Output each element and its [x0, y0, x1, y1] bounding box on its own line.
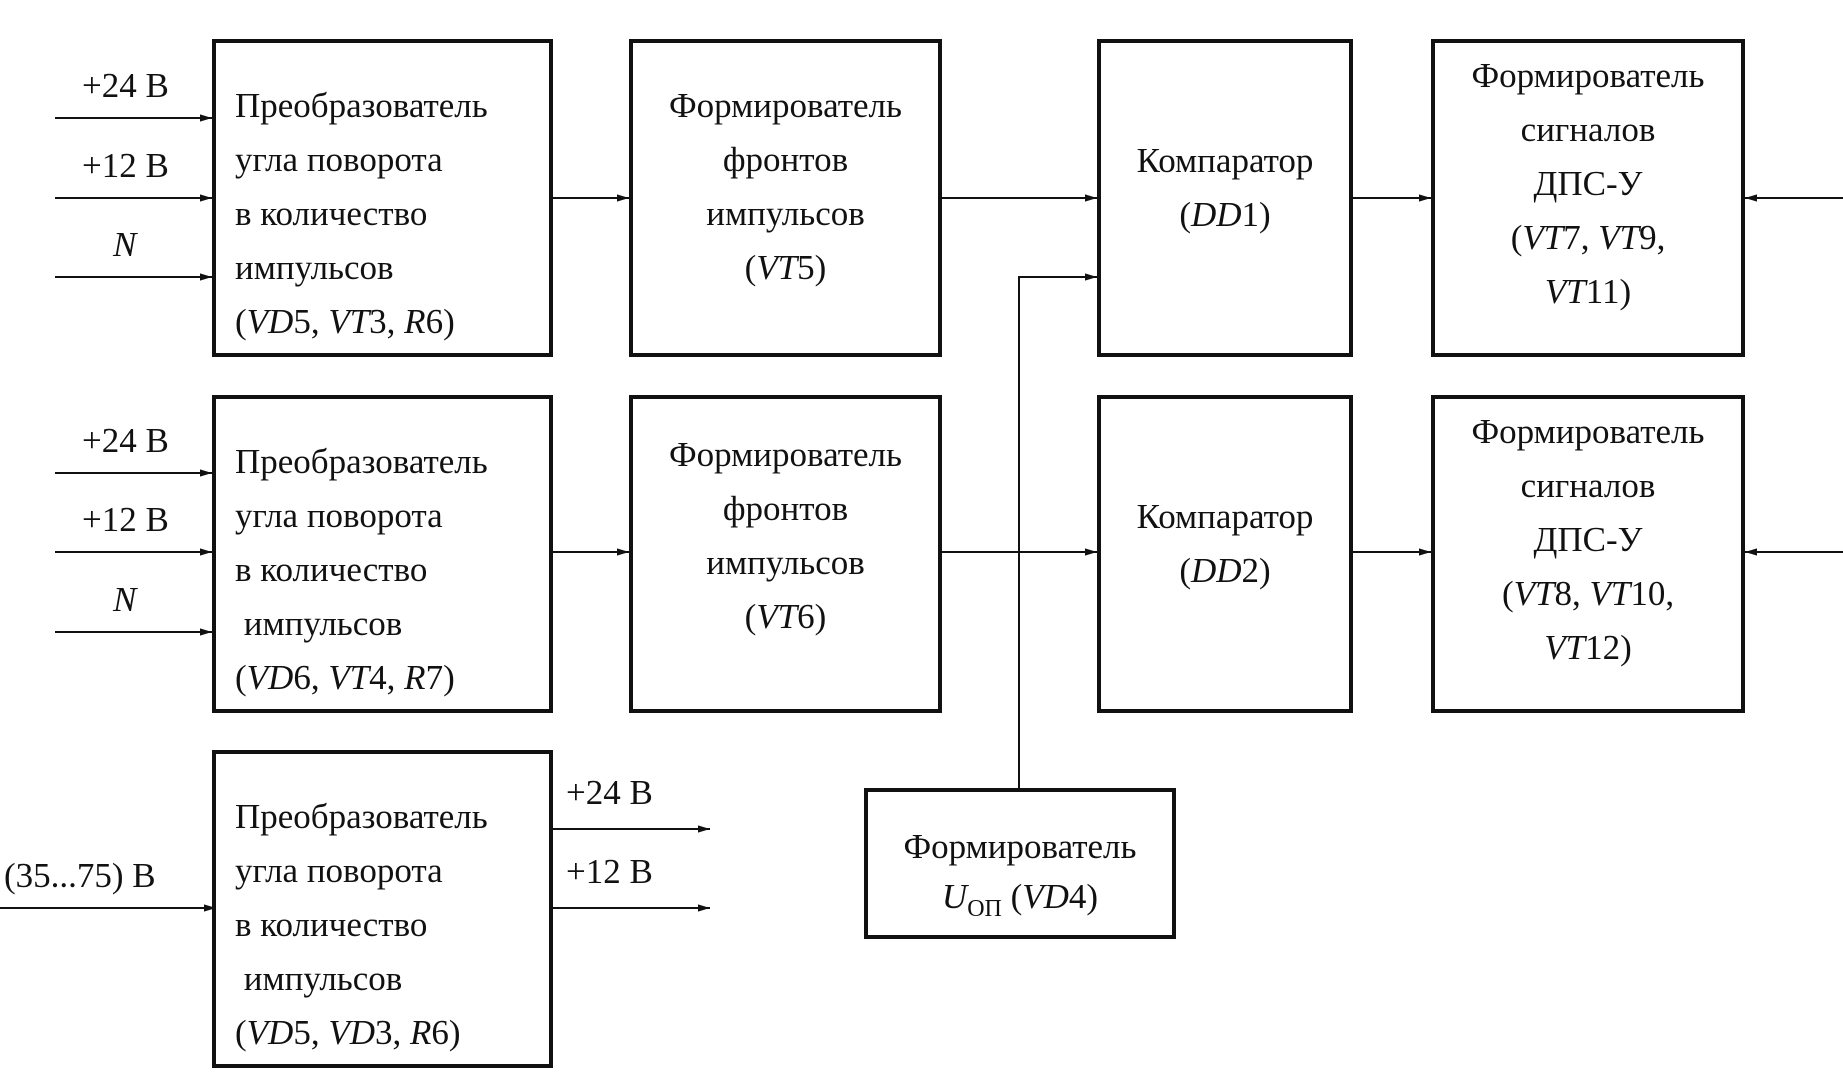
converter-block-1 — [212, 39, 553, 357]
front-former-2-line-3: импульсов — [706, 543, 865, 582]
dps-former-1-line-1: Формирователь — [1471, 56, 1705, 95]
dps-former-2-text: Формирователь сигналов ДПС-У (VT8, VT10,… — [1431, 405, 1745, 675]
dps-former-block-1 — [1431, 39, 1745, 357]
converter-3-line-1: Преобразователь — [235, 797, 488, 836]
dps-former-2-refs-b: VT12) — [1544, 628, 1632, 667]
label-supply: (35...75) В — [4, 856, 156, 895]
converter-1-line-3: в количество — [235, 194, 428, 233]
comparator-2-text: Компаратор (DD2) — [1097, 490, 1353, 598]
label-24v-1: +24 В — [82, 66, 169, 105]
front-former-block-2 — [629, 395, 942, 713]
converter-1-text: Преобразователь угла поворота в количест… — [235, 79, 488, 349]
dps-former-1-line-2: сигналов — [1520, 110, 1656, 149]
label-24v-2: +24 В — [82, 421, 169, 460]
label-12v-1: +12 В — [82, 146, 169, 185]
uop-former-text: Формирователь UОП (VD4) — [864, 822, 1176, 934]
front-former-2-text: Формирователь фронтов импульсов (VT6) — [629, 428, 942, 644]
link-uop-comp1 — [1018, 273, 1097, 788]
converter-3-text: Преобразователь угла поворота в количест… — [235, 790, 488, 1060]
front-former-1-ref: (VT5) — [744, 248, 827, 287]
front-former-1-line-1: Формирователь — [669, 86, 902, 125]
dps-former-2-line-3: ДПС-У — [1533, 520, 1643, 559]
front-former-2-ref: (VT6) — [744, 597, 827, 636]
comparator-1-ref: (DD1) — [1179, 195, 1271, 234]
front-former-1-line-3: импульсов — [706, 194, 865, 233]
front-former-2-line-1: Формирователь — [669, 435, 902, 474]
front-former-1-line-2: фронтов — [722, 140, 849, 179]
converter-2-line-4: импульсов — [243, 604, 403, 643]
dps-former-1-refs-a: (VT7, VT9, — [1510, 218, 1666, 257]
front-former-2-line-2: фронтов — [722, 489, 849, 528]
comparator-2-ref: (DD2) — [1179, 551, 1271, 590]
converter-1-line-1: Преобразователь — [235, 86, 488, 125]
converter-1-refs: (VD5, VT3, R6) — [235, 302, 455, 341]
label-12v-2: +12 В — [82, 500, 169, 539]
converter-1-line-2: угла поворота — [235, 140, 443, 179]
dps-former-block-2 — [1431, 395, 1745, 713]
converter-2-text: Преобразователь угла поворота в количест… — [235, 435, 488, 705]
dps-former-1-refs-b: VT11) — [1544, 272, 1632, 311]
converter-1-line-4: импульсов — [235, 248, 394, 287]
dps-former-1-line-3: ДПС-У — [1533, 164, 1643, 203]
label-n-2: N — [113, 580, 137, 619]
comparator-1-text: Компаратор (DD1) — [1097, 134, 1353, 242]
front-former-1-text: Формирователь фронтов импульсов (VT5) — [629, 79, 942, 295]
converter-2-line-2: угла поворота — [235, 496, 443, 535]
dps-former-1-text: Формирователь сигналов ДПС-У (VT7, VT9, … — [1431, 49, 1745, 319]
label-out-24v: +24 В — [566, 773, 653, 812]
uop-former-ref: UОП (VD4) — [941, 877, 1099, 922]
comparator-block-1 — [1097, 39, 1353, 357]
converter-2-line-1: Преобразователь — [235, 442, 488, 481]
comparator-2-title: Компаратор — [1136, 497, 1314, 536]
converter-2-refs: (VD6, VT4, R7) — [235, 658, 455, 697]
converter-3-line-4: импульсов — [243, 959, 403, 998]
converter-3-line-3: в количество — [235, 905, 428, 944]
dps-former-2-line-1: Формирователь — [1471, 412, 1705, 451]
dps-former-2-line-2: сигналов — [1520, 466, 1656, 505]
comparator-1-title: Компаратор — [1136, 141, 1314, 180]
label-out-12v: +12 В — [566, 852, 653, 891]
converter-2-line-3: в количество — [235, 550, 428, 589]
uop-former-block — [864, 788, 1176, 939]
front-former-block-1 — [629, 39, 942, 357]
converter-3-refs: (VD5, VD3, R6) — [235, 1013, 461, 1052]
label-n-1: N — [113, 225, 137, 264]
converter-block-2 — [212, 395, 553, 713]
converter-3-line-2: угла поворота — [235, 851, 443, 890]
uop-former-title: Формирователь — [903, 827, 1137, 866]
converter-block-3 — [212, 750, 553, 1068]
comparator-block-2 — [1097, 395, 1353, 713]
dps-former-2-refs-a: (VT8, VT10, — [1501, 574, 1675, 613]
